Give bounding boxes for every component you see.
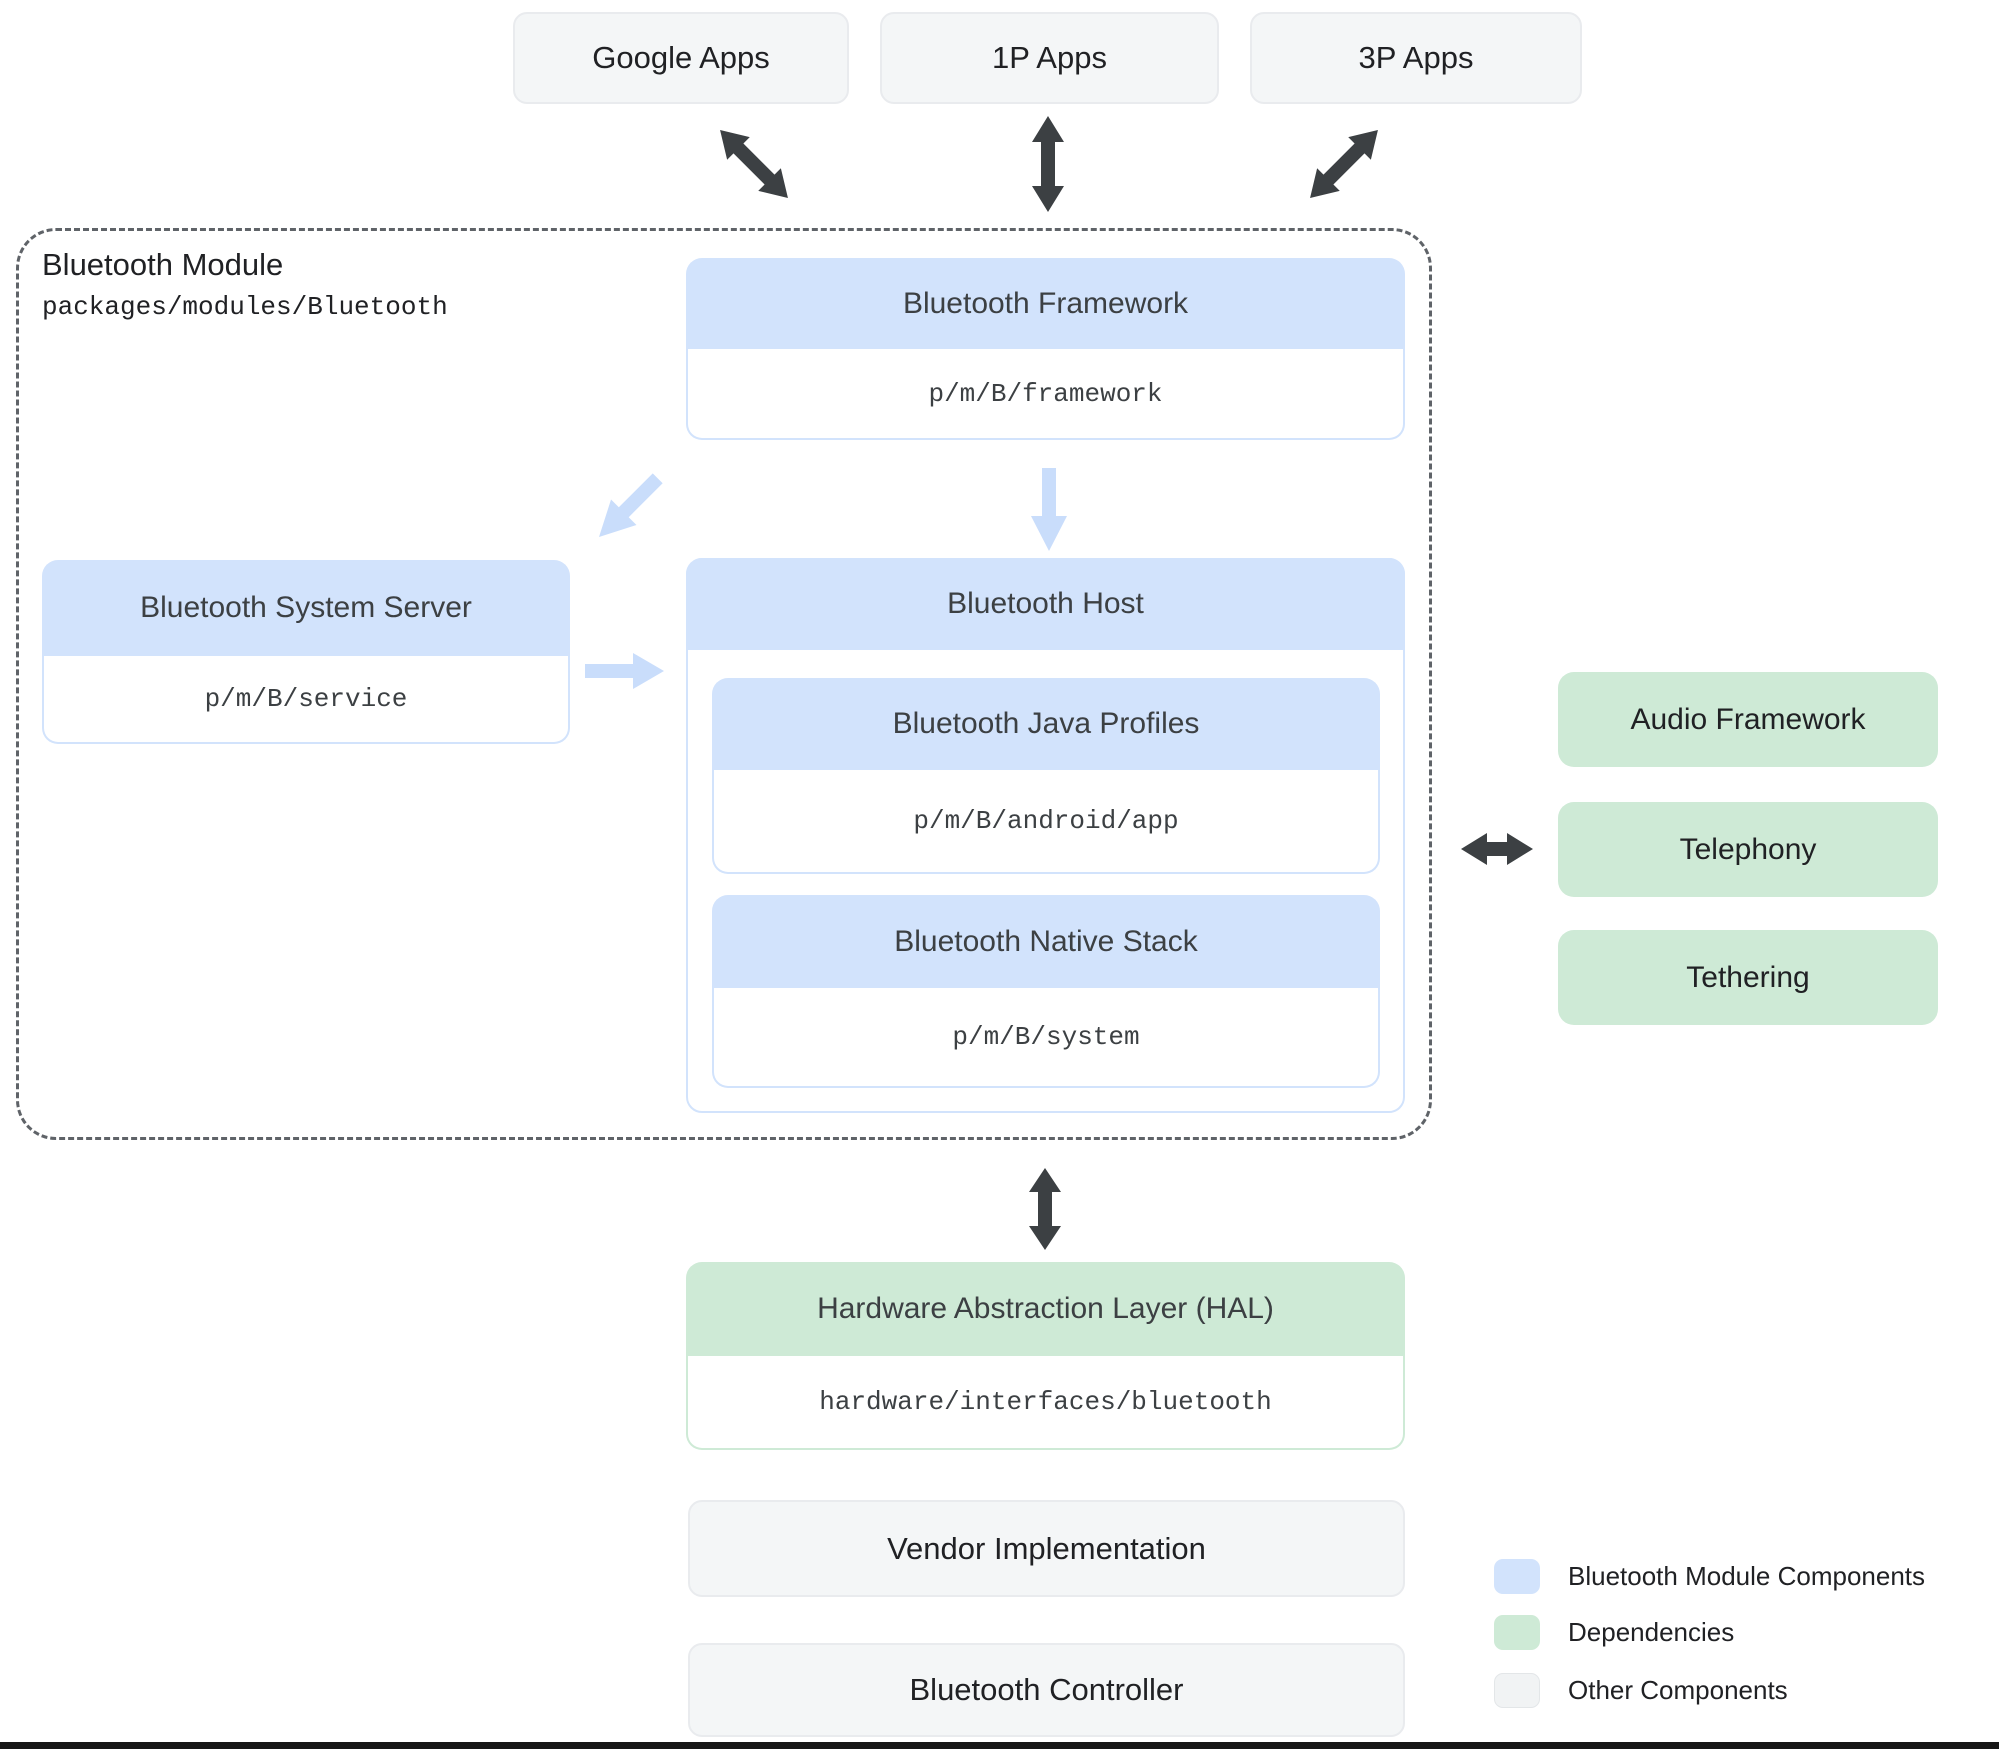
1p-apps-bidirectional-arrow-icon — [1030, 114, 1066, 214]
legend-swatch-dependencies — [1494, 1615, 1540, 1650]
telephony-box: Telephony — [1558, 802, 1938, 897]
framework-to-host-arrow-icon — [1030, 468, 1068, 552]
3p-apps-box: 3P Apps — [1250, 12, 1582, 104]
hal-title: Hardware Abstraction Layer (HAL) — [686, 1262, 1405, 1356]
bluetooth-system-server-title: Bluetooth System Server — [42, 560, 570, 656]
bottom-edge-bar — [0, 1742, 1999, 1749]
bluetooth-system-server-path: p/m/B/service — [42, 656, 570, 744]
legend-label-other-components: Other Components — [1568, 1675, 1788, 1705]
audio-framework-label: Audio Framework — [1630, 702, 1866, 736]
bluetooth-controller-box: Bluetooth Controller — [688, 1643, 1405, 1737]
bluetooth-java-profiles-title: Bluetooth Java Profiles — [712, 678, 1380, 770]
3p-apps-bidirectional-arrow-icon — [1296, 116, 1392, 212]
bluetooth-native-stack-box: Bluetooth Native Stack p/m/B/system — [712, 895, 1380, 1088]
google-apps-label: Google Apps — [592, 40, 770, 75]
legend-swatch-module-components — [1494, 1559, 1540, 1594]
vendor-implementation-label: Vendor Implementation — [887, 1530, 1206, 1566]
google-apps-box: Google Apps — [513, 12, 849, 104]
1p-apps-box: 1P Apps — [880, 12, 1219, 104]
bluetooth-java-profiles-box: Bluetooth Java Profiles p/m/B/android/ap… — [712, 678, 1380, 874]
bluetooth-java-profiles-path: p/m/B/android/app — [712, 770, 1380, 874]
1p-apps-label: 1P Apps — [992, 40, 1107, 75]
legend-label-module-components: Bluetooth Module Components — [1568, 1561, 1926, 1591]
framework-to-system-server-arrow-icon — [585, 465, 671, 551]
vendor-implementation-box: Vendor Implementation — [688, 1500, 1405, 1597]
module-to-dependencies-arrow-icon — [1459, 831, 1535, 867]
bluetooth-host-box: Bluetooth Host Bluetooth Java Profiles p… — [686, 558, 1405, 1113]
legend-swatch-other-components — [1494, 1673, 1540, 1708]
bluetooth-module-title: Bluetooth Module — [42, 247, 284, 282]
bluetooth-native-stack-path: p/m/B/system — [712, 988, 1380, 1088]
bluetooth-system-server-box: Bluetooth System Server p/m/B/service — [42, 560, 570, 744]
bluetooth-controller-label: Bluetooth Controller — [909, 1672, 1184, 1707]
google-apps-bidirectional-arrow-icon — [706, 116, 802, 212]
3p-apps-label: 3P Apps — [1358, 40, 1474, 75]
tethering-label: Tethering — [1686, 960, 1810, 994]
audio-framework-box: Audio Framework — [1558, 672, 1938, 767]
bluetooth-host-title: Bluetooth Host — [686, 558, 1405, 650]
hal-path: hardware/interfaces/bluetooth — [686, 1356, 1405, 1450]
bluetooth-module-container — [16, 228, 1432, 1140]
bluetooth-framework-title: Bluetooth Framework — [686, 258, 1405, 349]
hal-box: Hardware Abstraction Layer (HAL) hardwar… — [686, 1262, 1405, 1450]
system-server-to-host-arrow-icon — [585, 652, 665, 690]
bluetooth-framework-box: Bluetooth Framework p/m/B/framework — [686, 258, 1405, 440]
bluetooth-framework-path: p/m/B/framework — [686, 349, 1405, 440]
legend-label-dependencies: Dependencies — [1568, 1617, 1735, 1647]
tethering-box: Tethering — [1558, 930, 1938, 1025]
module-to-hal-bidirectional-arrow-icon — [1027, 1166, 1063, 1252]
bluetooth-module-path: packages/modules/Bluetooth — [42, 292, 448, 322]
bluetooth-native-stack-title: Bluetooth Native Stack — [712, 895, 1380, 988]
telephony-label: Telephony — [1679, 832, 1817, 866]
